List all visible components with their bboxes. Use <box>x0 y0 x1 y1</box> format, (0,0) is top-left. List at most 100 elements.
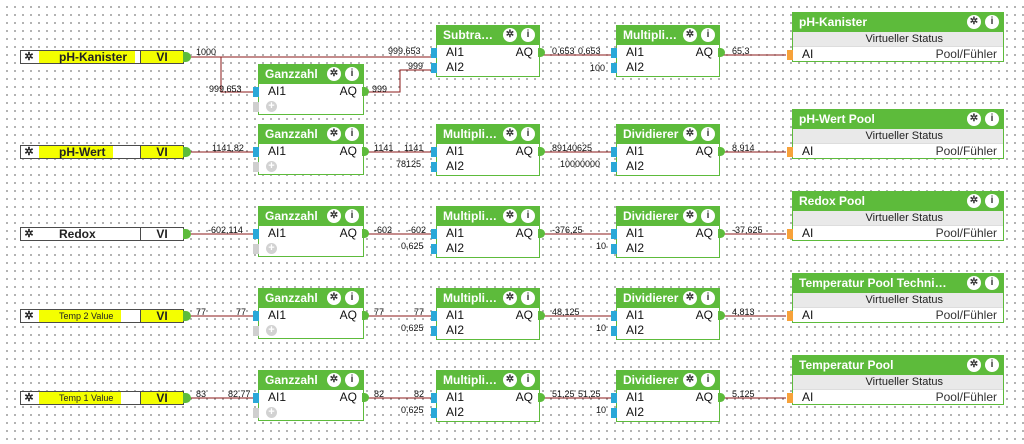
output-port[interactable] <box>183 393 191 403</box>
output-port[interactable] <box>538 393 545 402</box>
info-icon[interactable]: i <box>521 28 535 42</box>
info-icon[interactable]: i <box>701 209 715 223</box>
output-port[interactable] <box>183 147 191 157</box>
gear-icon[interactable]: ✲ <box>327 291 341 305</box>
info-icon[interactable]: i <box>521 373 535 387</box>
gear-icon[interactable]: ✲ <box>967 112 981 126</box>
input-port[interactable] <box>611 244 617 254</box>
input-port[interactable] <box>253 393 259 403</box>
input-port[interactable] <box>253 102 259 112</box>
output-port[interactable] <box>362 87 369 96</box>
info-icon[interactable]: i <box>345 209 359 223</box>
output-port[interactable] <box>538 311 545 320</box>
gear-icon[interactable]: ✲ <box>327 209 341 223</box>
input-port[interactable] <box>611 162 617 172</box>
gear-icon[interactable]: ✲ <box>683 209 697 223</box>
info-icon[interactable]: i <box>345 67 359 81</box>
info-icon[interactable]: i <box>985 15 999 29</box>
info-icon[interactable]: i <box>701 28 715 42</box>
input-port[interactable] <box>431 408 437 418</box>
status-block[interactable]: Temperatur Pool ✲ i Virtueller Status AI… <box>787 355 1004 405</box>
plus-icon[interactable]: + <box>266 243 277 254</box>
input-redox[interactable]: ✲ Redox VI <box>20 227 191 241</box>
info-icon[interactable]: i <box>701 291 715 305</box>
output-port[interactable] <box>538 229 545 238</box>
gear-icon[interactable]: ✲ <box>967 276 981 290</box>
input-port[interactable] <box>253 244 259 254</box>
info-icon[interactable]: i <box>521 209 535 223</box>
gear-icon[interactable]: ✲ <box>967 358 981 372</box>
output-port[interactable] <box>718 147 725 156</box>
plus-icon[interactable]: + <box>266 407 277 418</box>
status-block[interactable]: Temperatur Pool Techni… ✲ i Virtueller S… <box>787 273 1004 323</box>
input-port[interactable] <box>431 63 437 73</box>
info-icon[interactable]: i <box>701 127 715 141</box>
input-temp-2-value[interactable]: ✲ Temp 2 Value VI <box>20 309 191 323</box>
gear-icon[interactable]: ✲ <box>327 127 341 141</box>
info-icon[interactable]: i <box>521 291 535 305</box>
gear-icon[interactable]: ✲ <box>683 291 697 305</box>
gear-icon[interactable]: ✲ <box>24 310 34 322</box>
info-icon[interactable]: i <box>985 276 999 290</box>
plus-icon[interactable]: + <box>266 161 277 172</box>
input-port[interactable] <box>787 311 793 321</box>
output-port[interactable] <box>362 147 369 156</box>
gear-icon[interactable]: ✲ <box>503 373 517 387</box>
info-icon[interactable]: i <box>345 373 359 387</box>
input-port[interactable] <box>611 311 617 321</box>
input-port[interactable] <box>611 63 617 73</box>
input-ph-kanister[interactable]: ✲ pH-Kanister VI <box>20 50 191 64</box>
input-port[interactable] <box>253 326 259 336</box>
input-port[interactable] <box>611 229 617 239</box>
input-port[interactable] <box>253 162 259 172</box>
gear-icon[interactable]: ✲ <box>24 51 34 63</box>
output-port[interactable] <box>538 48 545 57</box>
plus-icon[interactable]: + <box>266 101 277 112</box>
output-port[interactable] <box>718 48 725 57</box>
input-port[interactable] <box>431 229 437 239</box>
gear-icon[interactable]: ✲ <box>24 392 34 404</box>
input-port[interactable] <box>787 393 793 403</box>
gear-icon[interactable]: ✲ <box>503 209 517 223</box>
gear-icon[interactable]: ✲ <box>683 373 697 387</box>
input-port[interactable] <box>611 147 617 157</box>
output-port[interactable] <box>362 311 369 320</box>
input-port[interactable] <box>787 147 793 157</box>
gear-icon[interactable]: ✲ <box>24 228 34 240</box>
gear-icon[interactable]: ✲ <box>327 67 341 81</box>
gear-icon[interactable]: ✲ <box>503 127 517 141</box>
output-port[interactable] <box>718 229 725 238</box>
input-port[interactable] <box>253 147 259 157</box>
output-port[interactable] <box>718 393 725 402</box>
gear-icon[interactable]: ✲ <box>967 15 981 29</box>
info-icon[interactable]: i <box>521 127 535 141</box>
output-port[interactable] <box>538 147 545 156</box>
input-port[interactable] <box>431 48 437 58</box>
input-port[interactable] <box>431 393 437 403</box>
gear-icon[interactable]: ✲ <box>503 291 517 305</box>
gear-icon[interactable]: ✲ <box>24 146 34 158</box>
gear-icon[interactable]: ✲ <box>503 28 517 42</box>
input-port[interactable] <box>611 393 617 403</box>
output-port[interactable] <box>183 311 191 321</box>
input-port[interactable] <box>787 50 793 60</box>
gear-icon[interactable]: ✲ <box>967 194 981 208</box>
input-port[interactable] <box>611 408 617 418</box>
input-temp-1-value[interactable]: ✲ Temp 1 Value VI <box>20 391 191 405</box>
gear-icon[interactable]: ✲ <box>683 127 697 141</box>
output-port[interactable] <box>183 229 191 239</box>
output-port[interactable] <box>362 229 369 238</box>
